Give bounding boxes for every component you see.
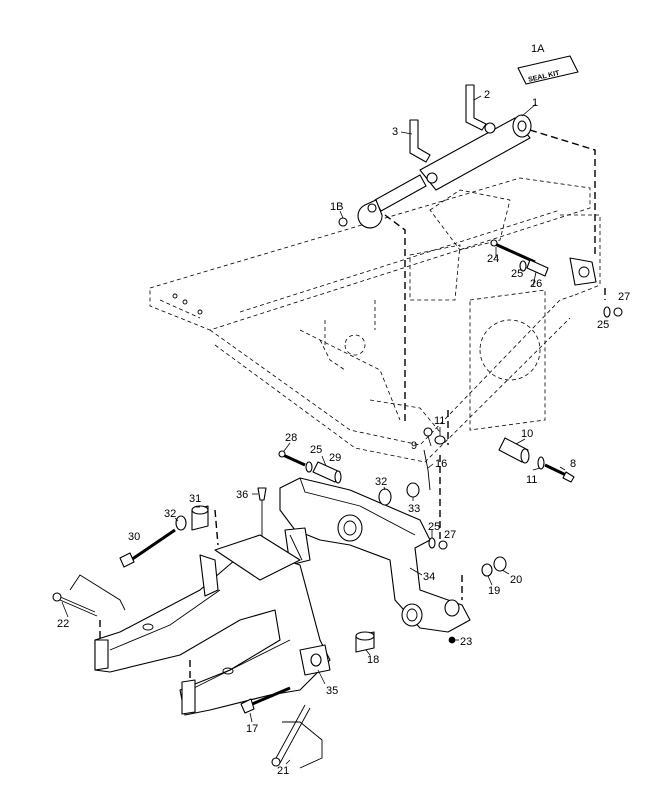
alignment-lines bbox=[99, 129, 606, 680]
bushing-26 bbox=[526, 259, 549, 277]
bolt-30 bbox=[119, 528, 176, 568]
grease-fitting-23 bbox=[448, 636, 456, 644]
callout-1B: 1B bbox=[330, 201, 343, 213]
pin-28 bbox=[278, 450, 306, 467]
seal-kit-box bbox=[517, 55, 579, 85]
washer-32-upper bbox=[378, 488, 392, 506]
callout-36: 36 bbox=[236, 489, 248, 501]
nut-27-upper bbox=[613, 307, 623, 317]
hydraulic-cylinder bbox=[357, 114, 532, 229]
cylinder-bracket-right bbox=[569, 257, 597, 286]
callout-32-lower: 32 bbox=[164, 508, 176, 520]
callout-22: 22 bbox=[57, 618, 69, 630]
lock-pin-16 bbox=[423, 449, 431, 491]
callout-leaders bbox=[61, 95, 566, 765]
callout-30: 30 bbox=[128, 531, 140, 543]
washer-11-upper bbox=[434, 435, 446, 445]
callout-31: 31 bbox=[189, 493, 201, 505]
bolt-17 bbox=[240, 686, 291, 714]
callout-26: 26 bbox=[530, 278, 542, 290]
pin-24 bbox=[490, 239, 536, 264]
callout-35: 35 bbox=[326, 685, 338, 697]
washer-25-right bbox=[428, 537, 436, 549]
callout-16: 16 bbox=[435, 458, 447, 470]
callout-11-lower: 11 bbox=[526, 474, 537, 486]
washer-19 bbox=[481, 563, 493, 577]
callout-9: 9 bbox=[411, 440, 417, 452]
nut-33 bbox=[406, 482, 420, 498]
callout-11-upper: 11 bbox=[434, 415, 445, 427]
spacer-29 bbox=[312, 461, 342, 484]
callout-34: 34 bbox=[423, 571, 435, 583]
drawbar-arm bbox=[94, 534, 331, 716]
callout-24: 24 bbox=[487, 253, 499, 265]
callout-8: 8 bbox=[570, 458, 576, 470]
washer-25-upper-right bbox=[603, 306, 611, 318]
callout-19: 19 bbox=[488, 585, 500, 597]
callout-23: 23 bbox=[460, 636, 472, 648]
callout-27-upper: 27 bbox=[618, 291, 630, 303]
tractor-frame-outline bbox=[149, 177, 601, 463]
bolt-8 bbox=[544, 463, 575, 483]
callout-29: 29 bbox=[329, 452, 341, 464]
callout-25-upper: 25 bbox=[511, 268, 523, 280]
callout-2: 2 bbox=[484, 89, 490, 101]
callout-3: 3 bbox=[392, 126, 398, 138]
washer-25-upper bbox=[519, 260, 527, 272]
callout-20: 20 bbox=[510, 574, 522, 586]
callout-25-right: 25 bbox=[428, 521, 440, 533]
callout-25-upper-right: 25 bbox=[597, 319, 609, 331]
callout-17: 17 bbox=[246, 723, 258, 735]
bushing-31 bbox=[191, 505, 209, 531]
callout-32-upper: 32 bbox=[375, 476, 387, 488]
bushing-18 bbox=[355, 631, 375, 653]
hydraulic-elbow-fitting-2 bbox=[465, 84, 487, 131]
callout-1A: 1A bbox=[531, 43, 545, 55]
callout-27-right: 27 bbox=[444, 529, 456, 541]
callout-18: 18 bbox=[367, 654, 379, 666]
nut-9 bbox=[423, 427, 433, 437]
callout-25-left: 25 bbox=[310, 444, 322, 456]
washer-32-lower bbox=[175, 515, 187, 531]
washer-25-left bbox=[305, 461, 313, 473]
hydraulic-elbow-fitting-3 bbox=[409, 119, 431, 163]
callout-labels: SEAL KIT 1A 1 2 3 1B 24 25 26 27 25 11 9… bbox=[57, 43, 630, 777]
hitch-pin-22 bbox=[52, 574, 126, 617]
callout-28: 28 bbox=[285, 432, 297, 444]
nut-27-right bbox=[438, 540, 448, 550]
grease-fitting-1B bbox=[338, 217, 348, 227]
hitch-pin-21 bbox=[271, 704, 323, 769]
callout-21: 21 bbox=[277, 765, 289, 777]
callout-10: 10 bbox=[521, 428, 533, 440]
callout-33: 33 bbox=[408, 503, 420, 515]
washer-11-lower bbox=[537, 456, 545, 470]
bushing-10 bbox=[498, 437, 530, 464]
callout-1: 1 bbox=[532, 97, 538, 109]
nut-20 bbox=[493, 556, 507, 572]
